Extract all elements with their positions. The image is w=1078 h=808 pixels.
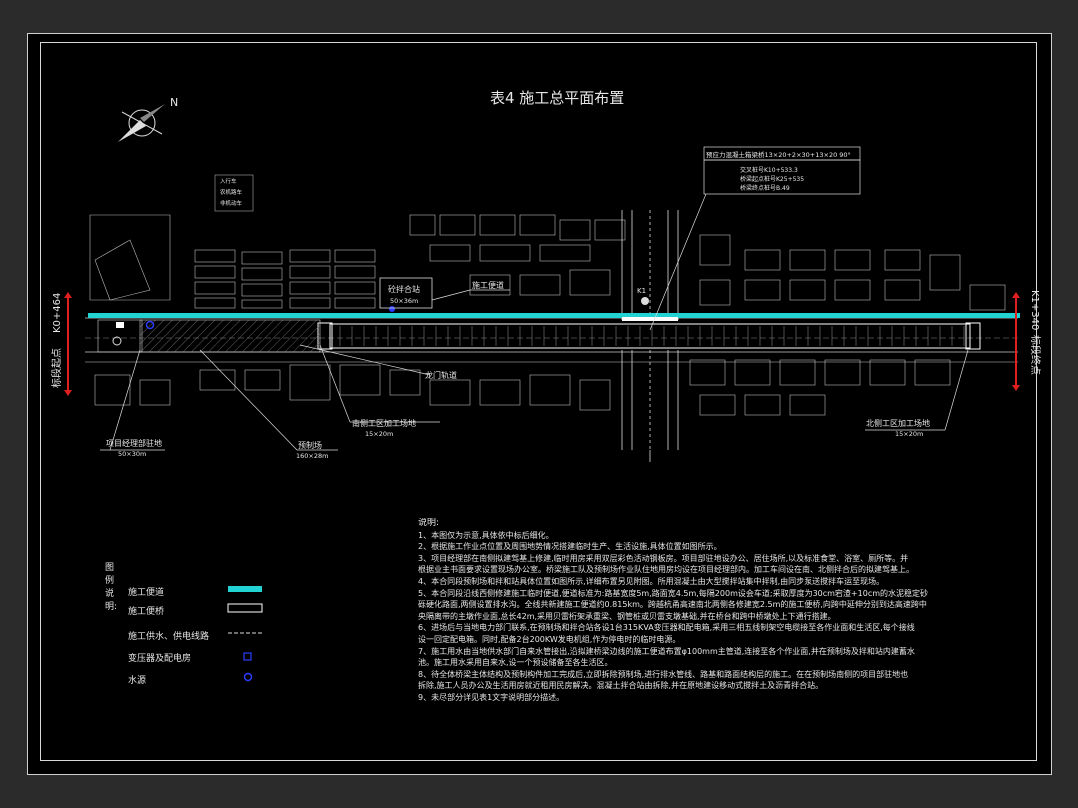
legend-item-transformer: 变压器及配电房 xyxy=(128,654,192,664)
construction-road xyxy=(88,313,1020,318)
mixing-station-label: 砼拌合站 xyxy=(388,284,420,294)
note-line: 3、项目经理部在南侧拟建驾基上修建,临时用房采用双层彩色活动钢板房。项目部驻地设… xyxy=(418,553,909,563)
north-site-size: 15×20m xyxy=(895,430,923,438)
note-line: 1、本图仅为示意,具体依中标后细化。 xyxy=(418,530,554,540)
drawing-sheet xyxy=(27,33,1052,775)
notes-title: 说明: xyxy=(418,518,440,528)
construction-road-label: 施工便道 xyxy=(472,280,504,290)
note-line: 4、本合同段预制场和拌和站具体位置如图所示,详细布置另见附图。所用混凝土由大型搅… xyxy=(418,576,885,586)
hwy-crossing xyxy=(622,317,678,321)
flag-icon xyxy=(116,322,124,328)
legend-road-swatch xyxy=(228,586,262,592)
bridge-info-line-2: 桥梁起点桩号K25+535 xyxy=(740,175,804,183)
legend-bridge-swatch xyxy=(227,603,263,613)
pm-site-label: 项目经理部驻地 xyxy=(106,438,162,448)
precast-yard-size: 160×28m xyxy=(296,452,328,460)
bridge-info-line-3: 桥梁终点桩号B.49 xyxy=(740,184,790,192)
note-line: 设一回定配电箱。同时,配备2台200KW发电机组,作为停电时的临时电源。 xyxy=(418,634,681,644)
south-site-label: 南侧工区加工场地 xyxy=(352,418,416,428)
drawing-frame xyxy=(40,42,1037,761)
k1-marker-icon xyxy=(641,297,649,305)
bridge-piers xyxy=(339,326,965,346)
note-line: 2、根据施工作业点位置及周围地势情况搭建临时生产、生活设施,具体位置如图所示。 xyxy=(418,542,722,552)
block-label-1: 入行车 xyxy=(220,177,237,185)
note-line: 砾硬化路面,两侧设置排水沟。全线共新建施工便道约0.815km。跨越杭甬高速南北… xyxy=(418,600,927,610)
notes: 说明: 1、本图仅为示意,具体依中标后细化。 2、根据施工作业点位置及周围地势情… xyxy=(418,518,1008,704)
start-marker xyxy=(64,292,72,396)
legend-symbols xyxy=(227,586,263,682)
pm-site-size: 50×30m xyxy=(118,450,146,458)
pm-site-symbol-icon xyxy=(112,336,122,346)
south-site-size: 15×20m xyxy=(365,430,393,438)
legend-item-bridge: 施工便桥 xyxy=(128,607,165,617)
north-arrow-icon xyxy=(118,104,165,142)
legend-item-power: 施工供水、供电线路 xyxy=(128,632,210,642)
buildings-upper xyxy=(89,214,1006,311)
block-label-2: 农机路车 xyxy=(220,188,243,196)
note-line: 拆除,施工人员办公及生活用房就近租用民房解决。混凝土拌合站由拆除,并在原地建设移… xyxy=(418,681,824,691)
pm-site-area xyxy=(97,319,143,353)
top-block-labels: 入行车 农机路车 非机动车 xyxy=(214,174,254,212)
precast-yard-label: 预制场 xyxy=(298,440,322,450)
stake-start: K0+464 xyxy=(52,293,63,333)
note-line: 9、未尽部分详见表1文字说明部分描述。 xyxy=(418,692,565,702)
buildings-lower xyxy=(94,359,951,416)
note-line: 央隔离带的主墩作业面,总长42m,采用贝雷桁架承重梁、钢管桩或贝雷支墩基础,并在… xyxy=(418,611,836,621)
end-marker xyxy=(1012,292,1020,391)
callout-lines xyxy=(100,289,969,451)
precast-yard-area xyxy=(139,319,321,353)
mixing-station-size: 50×36m xyxy=(390,297,418,305)
note-line: 5、本合同段沿线西侧修建施工临时便道,便道标准为:路基宽度5m,路面宽4.5m,… xyxy=(418,588,929,598)
legend-item-road: 施工便道 xyxy=(128,588,165,598)
legend-water-icon xyxy=(243,672,253,682)
legend-title: 图例说明: xyxy=(105,563,118,612)
north-label: N xyxy=(170,96,178,109)
gantry-track-label: 龙门轨道 xyxy=(425,370,457,380)
water-source-icon xyxy=(145,320,155,330)
legend-transformer-icon xyxy=(243,652,252,661)
bridge-info-title: 预应力混凝土箱梁桥13×20+2×30+13×20 90° xyxy=(706,150,851,159)
start-point-label: 标段起点 xyxy=(50,348,63,388)
mixing-station-box xyxy=(379,277,433,309)
cross-highway xyxy=(621,210,679,462)
stake-end: K1+340 xyxy=(1029,290,1040,330)
legend-item-water: 水源 xyxy=(128,676,147,686)
end-point-label: 标段终点 xyxy=(1029,335,1042,375)
note-line: 7、施工用水由当地供水部门自来水管接出,沿拟建桥梁边线的施工便道布置φ100mm… xyxy=(418,646,915,656)
drawing-title: 表4 施工总平面布置 xyxy=(490,89,624,107)
north-site-label: 北侧工区加工场地 xyxy=(866,418,930,428)
note-line: 池。施工用水采用自来水,设一个预设储备至各生活区。 xyxy=(418,658,613,668)
k1-label: K1 xyxy=(637,287,646,295)
block-label-3: 非机动车 xyxy=(220,199,243,207)
construction-bridge xyxy=(329,323,971,349)
bridge-info-box xyxy=(649,146,861,331)
water-source-2-icon xyxy=(389,306,395,312)
bridge-end-right xyxy=(965,322,981,350)
note-line: 8、待全体桥梁主体结构及预制构件加工完成后,立即拆除预制场,进行排水管线、路基和… xyxy=(418,669,909,679)
note-line: 根据业主书面要求设置现场办公室。桥梁施工队及预制场作业队住地用房均设在项目经理部… xyxy=(418,565,914,575)
bridge-info-line-1: 交叉桩号K10+533.3 xyxy=(740,166,798,174)
note-line: 6、进场后与当地电力部门联系,在预制场和拌合站各设1台315KVA变压器和配电箱… xyxy=(418,623,915,633)
